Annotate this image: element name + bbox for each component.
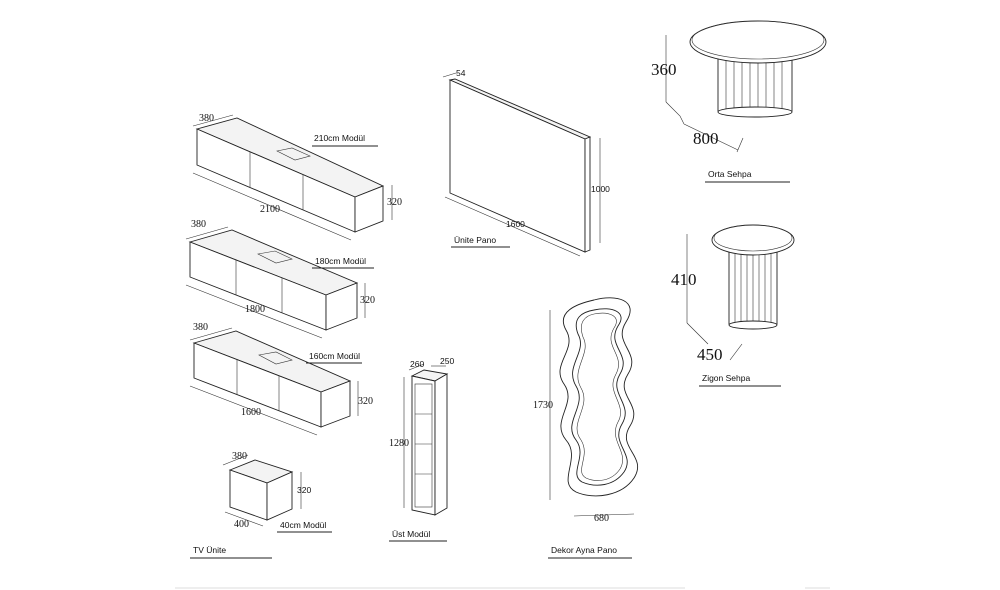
zigon-label: Zigon Sehpa	[702, 373, 750, 383]
module-40: 380 400 320 40cm Modül	[222, 451, 332, 533]
pano-height: 1000	[591, 184, 610, 194]
zigon-height: 410	[671, 270, 697, 289]
module-160-depth: 380	[193, 322, 208, 333]
module-180-label: 180cm Modül	[315, 256, 366, 266]
module-40-label: 40cm Modül	[280, 520, 326, 530]
tv-unite-label: TV Ünite	[193, 545, 226, 555]
ayna-label: Dekor Ayna Pano	[551, 545, 617, 555]
ust-modul: 260 250 1280 Üst Modül	[389, 356, 454, 542]
module-180: 380 1800 320 180cm Modül	[185, 219, 375, 339]
orta-diameter: 800	[693, 129, 719, 148]
module-210-width: 2100	[260, 204, 280, 215]
module-160-height: 320	[358, 396, 373, 407]
module-40-width: 400	[234, 519, 249, 530]
orta-label: Orta Sehpa	[708, 169, 752, 179]
module-180-width: 1800	[245, 304, 265, 315]
module-160: 380 1600 320 160cm Modül	[189, 322, 373, 436]
ust-label: Üst Modül	[392, 529, 430, 539]
ayna-height: 1730	[533, 400, 553, 411]
zigon-diameter: 450	[697, 345, 723, 364]
module-40-height: 320	[297, 485, 311, 495]
orta-sehpa: 360 800 Orta Sehpa	[651, 20, 827, 183]
ust-depth: 250	[440, 356, 454, 366]
unite-pano: 54 1600 1000 Ünite Pano	[442, 68, 610, 257]
pano-width: 1600	[506, 219, 525, 229]
module-210-label: 210cm Modül	[314, 133, 365, 143]
ayna-width: 680	[594, 513, 609, 524]
dekor-ayna: 1730 680 Dekor Ayna Pano	[533, 297, 639, 559]
ust-width: 260	[410, 359, 424, 369]
module-210: 380 2100 320 210cm Modül	[192, 113, 402, 241]
zigon-sehpa: 410 450 Zigon Sehpa	[671, 224, 795, 387]
ust-height: 1280	[389, 438, 409, 449]
pano-depth: 54	[456, 68, 466, 78]
module-180-height: 320	[360, 295, 375, 306]
orta-height: 360	[651, 60, 677, 79]
module-40-depth: 380	[232, 451, 247, 462]
module-160-label: 160cm Modül	[309, 351, 360, 361]
module-210-height: 320	[387, 197, 402, 208]
module-160-width: 1600	[241, 407, 261, 418]
pano-label: Ünite Pano	[454, 235, 496, 245]
module-180-depth: 380	[191, 219, 206, 230]
module-210-depth: 380	[199, 113, 214, 124]
